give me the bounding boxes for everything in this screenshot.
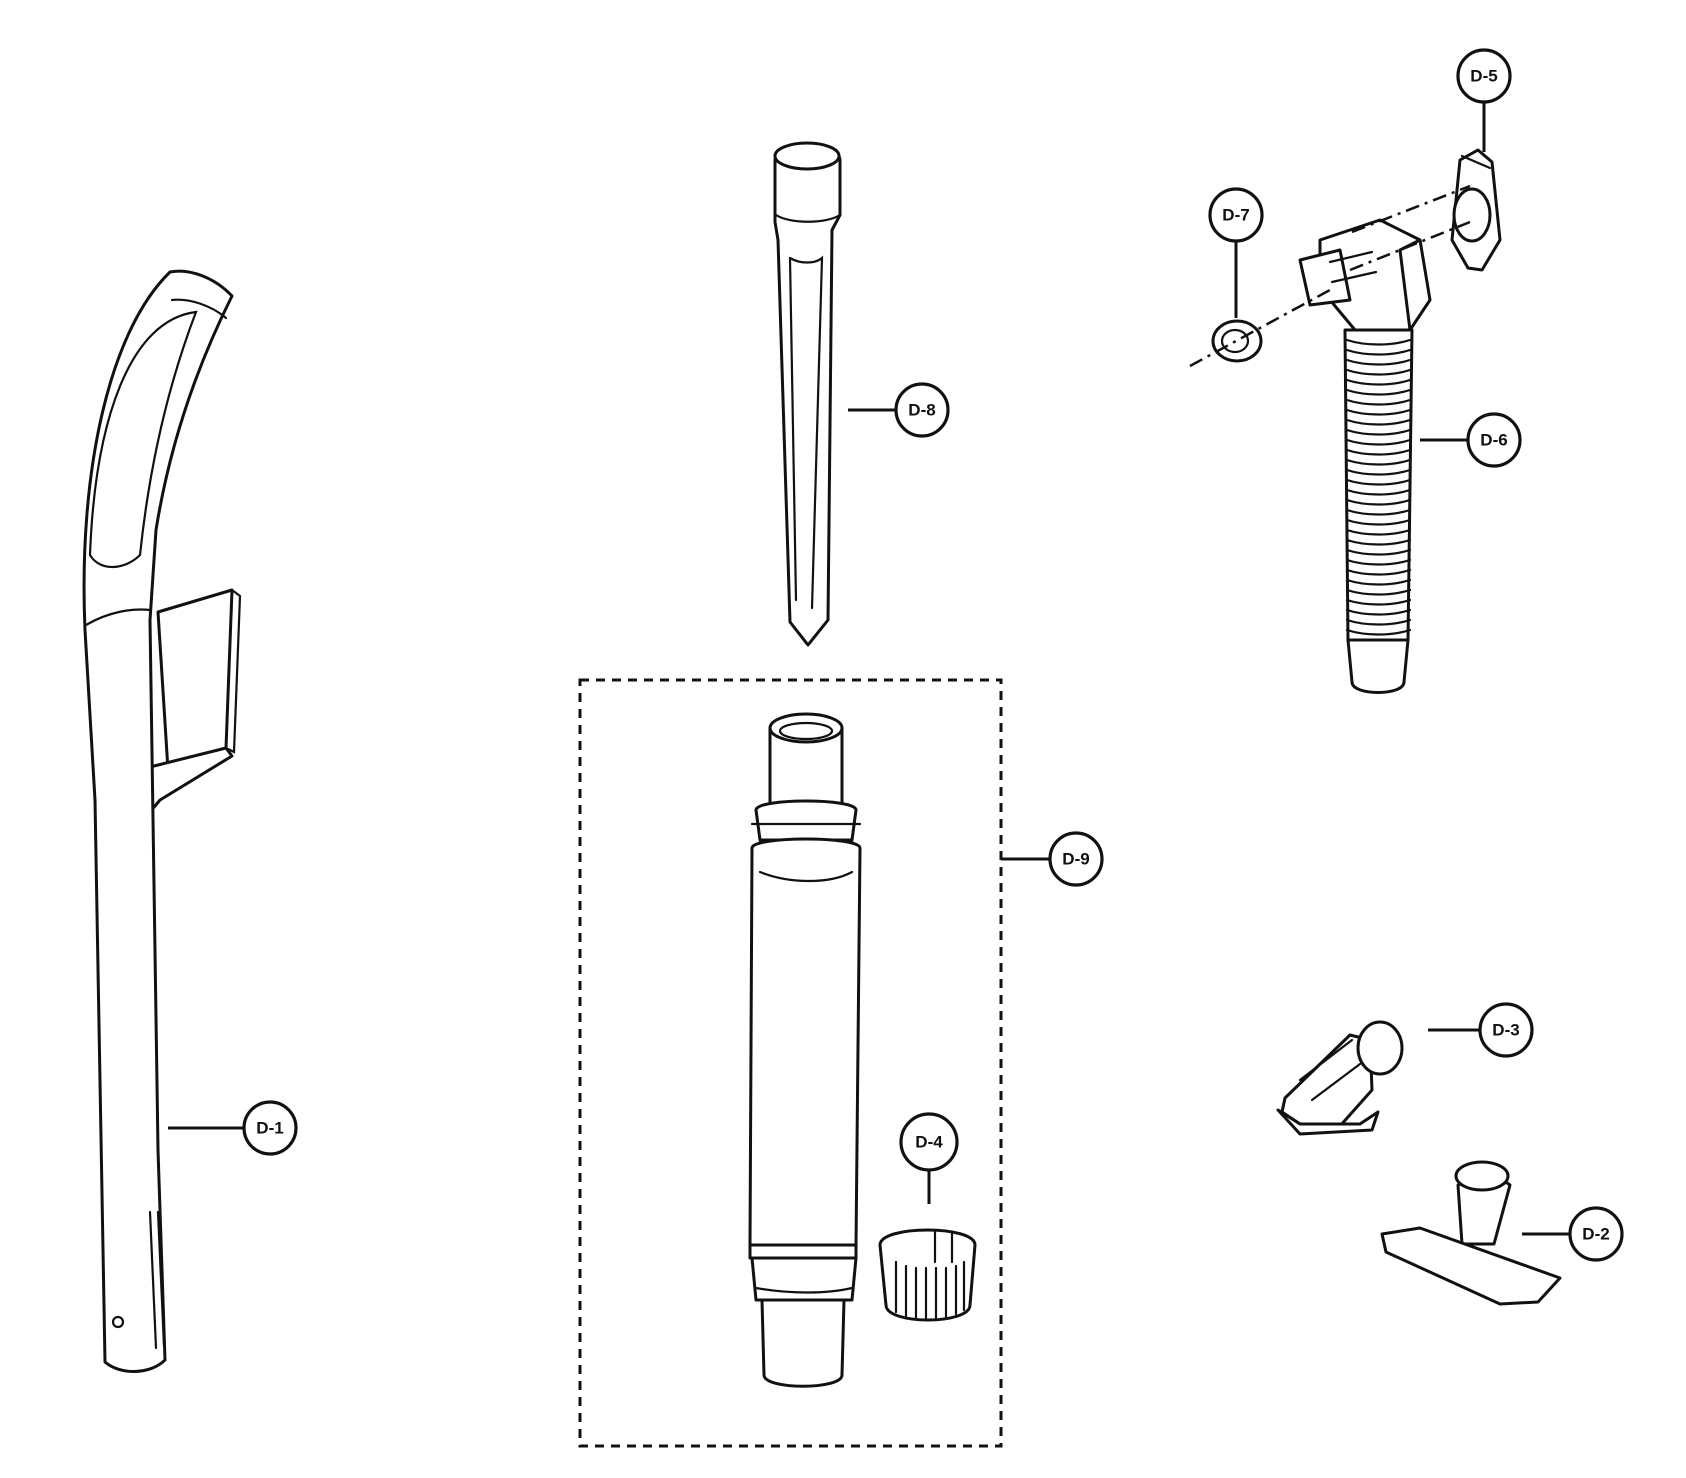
callout-d8: D-8 [894,382,950,438]
handle-hole [111,1315,125,1329]
callout-d7: D-7 [1208,187,1264,243]
callout-d6: D-6 [1466,412,1522,468]
handle-trigger-base [144,746,234,814]
callout-d9: D-9 [1048,831,1104,887]
callout-d8-label: D-8 [908,401,935,420]
d9-assembly-box [578,678,1003,1448]
callout-d4: D-4 [899,1112,959,1172]
callout-d1: D-1 [242,1100,298,1156]
handle-body [82,269,234,1373]
upholstery-tool-part [1276,1020,1404,1136]
dusting-brush-part [1380,1160,1562,1306]
handle-trigger [156,588,234,772]
o-ring-part [1211,319,1263,363]
callout-d1-label: D-1 [256,1119,283,1138]
clip-ring-part [878,1228,977,1322]
wand-handle-part [82,269,242,1373]
latch-clip-part [1450,148,1502,272]
callout-d9-label: D-9 [1062,850,1089,869]
callout-d6-label: D-6 [1480,431,1507,450]
callout-d7-label: D-7 [1222,206,1249,225]
callout-d3: D-3 [1478,1002,1534,1058]
extension-wand-part [748,712,862,1388]
callout-d4-label: D-4 [915,1133,943,1152]
callout-d3-label: D-3 [1492,1021,1519,1040]
callout-d2-label: D-2 [1582,1225,1609,1244]
hose-part [1298,218,1432,694]
callout-d5: D-5 [1456,48,1512,104]
crevice-tool-part [773,141,842,647]
callout-d5-label: D-5 [1470,67,1497,86]
callout-d2: D-2 [1568,1206,1624,1262]
